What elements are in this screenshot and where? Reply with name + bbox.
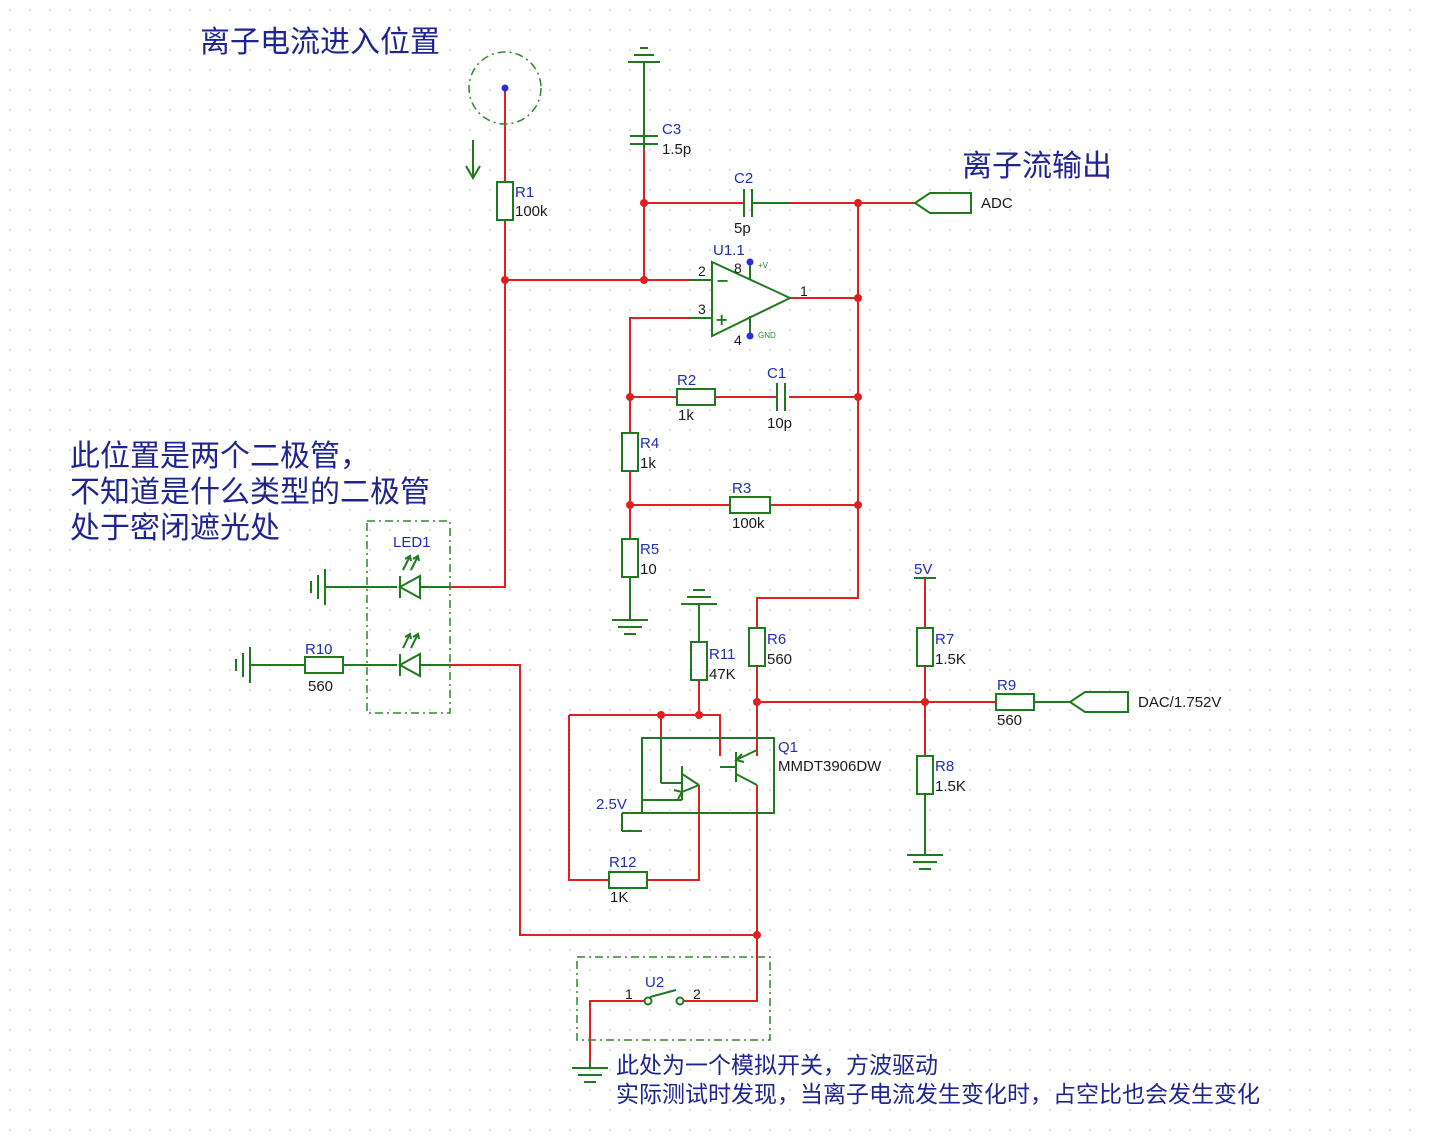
junction-nodes bbox=[501, 199, 929, 939]
resistor-r11: R11 47K bbox=[690, 641, 736, 683]
r10-ref: R10 bbox=[305, 641, 333, 658]
resistor-r3: R3 100k bbox=[729, 480, 771, 532]
r12-value: 1K bbox=[610, 889, 628, 906]
u1-pin8: 8 bbox=[734, 260, 742, 276]
c3-ref: C3 bbox=[662, 121, 681, 138]
q1-value: MMDT3906DW bbox=[778, 758, 882, 775]
ground-symbol-r8 bbox=[907, 854, 943, 870]
u1-plus: + bbox=[715, 310, 728, 329]
resistor-r4: R4 1k bbox=[621, 432, 659, 472]
resistor-r9: R9 560 bbox=[995, 677, 1035, 729]
u2-pin2: 2 bbox=[693, 986, 701, 1002]
ground-symbol-r11 bbox=[681, 589, 717, 605]
r11-value: 47K bbox=[709, 666, 736, 683]
resistor-r7: R7 1.5K bbox=[916, 627, 966, 668]
r9-value: 560 bbox=[997, 712, 1022, 729]
u1-gnd-label: GND bbox=[758, 331, 776, 340]
note-diode-line3: 处于密闭遮光处 bbox=[70, 511, 280, 546]
note-switch-line2: 实际测试时发现，当离子电流发生变化时，占空比也会发生变化 bbox=[616, 1082, 1260, 1108]
transistor-q1: Q1 MMDT3906DW bbox=[621, 737, 882, 832]
ground-symbol-switch bbox=[572, 1067, 608, 1083]
net-2v5: 2.5V bbox=[596, 796, 627, 813]
r10-value: 560 bbox=[308, 678, 333, 695]
opamp-u1: U1.1 2 3 1 8 4 +V GND − + bbox=[690, 242, 808, 348]
r3-ref: R3 bbox=[732, 480, 751, 497]
resistor-r8: R8 1.5K bbox=[916, 755, 966, 795]
ground-symbol-r5 bbox=[612, 619, 648, 635]
r6-value: 560 bbox=[767, 651, 792, 668]
net-dac-label: DAC/1.752V bbox=[1138, 694, 1221, 711]
capacitor-c3: C3 1.5p bbox=[630, 121, 691, 158]
capacitor-c2: C2 5p bbox=[734, 170, 790, 237]
r1-ref: R1 bbox=[515, 184, 534, 201]
resistor-r10: R10 560 bbox=[304, 641, 344, 695]
net-5v-label: 5V bbox=[914, 561, 932, 578]
c2-ref: C2 bbox=[734, 170, 753, 187]
r2-value: 1k bbox=[678, 407, 694, 424]
resistor-r5: R5 10 bbox=[621, 538, 659, 578]
r5-ref: R5 bbox=[640, 541, 659, 558]
ground-symbol-r10 bbox=[235, 647, 251, 683]
r12-ref: R12 bbox=[609, 854, 637, 871]
ground-symbol-top bbox=[628, 47, 660, 63]
u1-minus: − bbox=[716, 271, 729, 290]
u2-pin1: 1 bbox=[625, 986, 633, 1002]
led1-ref: LED1 bbox=[393, 534, 431, 551]
note-diode-line2: 不知道是什么类型的二极管 bbox=[70, 475, 430, 510]
net-adc-label: ADC bbox=[981, 195, 1013, 212]
q1-ref: Q1 bbox=[778, 739, 798, 756]
u1-pin4: 4 bbox=[734, 332, 742, 348]
analog-switch-u2: U2 1 2 bbox=[576, 956, 771, 1041]
u1-pin1: 1 bbox=[800, 283, 808, 299]
c2-value: 5p bbox=[734, 220, 751, 237]
resistor-r1: R1 100k bbox=[496, 181, 548, 221]
note-ion-entry: 离子电流进入位置 bbox=[200, 25, 440, 60]
r2-ref: R2 bbox=[677, 372, 696, 389]
r11-ref: R11 bbox=[709, 646, 735, 663]
ground-symbol-led1 bbox=[310, 569, 326, 605]
r4-value: 1k bbox=[640, 455, 656, 472]
u1-ref: U1.1 bbox=[713, 242, 745, 259]
note-diode-line1: 此位置是两个二极管， bbox=[70, 439, 370, 474]
r7-value: 1.5K bbox=[935, 651, 966, 668]
r7-ref: R7 bbox=[935, 631, 954, 648]
r8-ref: R8 bbox=[935, 758, 954, 775]
led1-diodes: LED1 bbox=[366, 520, 451, 714]
net-flag-adc: ADC bbox=[913, 192, 1013, 214]
c1-ref: C1 bbox=[767, 365, 786, 382]
c1-value: 10p bbox=[767, 415, 792, 432]
capacitor-c1: C1 10p bbox=[767, 365, 792, 432]
u1-pin3: 3 bbox=[698, 301, 706, 317]
u1-pin2: 2 bbox=[698, 263, 706, 279]
r9-ref: R9 bbox=[997, 677, 1016, 694]
r3-value: 100k bbox=[732, 515, 765, 532]
u1-vplus-label: +V bbox=[758, 261, 769, 270]
r6-ref: R6 bbox=[767, 631, 786, 648]
r8-value: 1.5K bbox=[935, 778, 966, 795]
ion-entry-point bbox=[465, 51, 542, 180]
resistor-r2: R2 1k bbox=[676, 372, 716, 424]
resistor-r6: R6 560 bbox=[748, 627, 792, 668]
net-5v: 5V bbox=[914, 561, 936, 579]
resistor-r12: R12 1K bbox=[608, 854, 648, 906]
note-switch-line1: 此处为一个模拟开关，方波驱动 bbox=[616, 1053, 938, 1079]
r5-value: 10 bbox=[640, 561, 657, 578]
u2-ref: U2 bbox=[645, 974, 664, 991]
r1-value: 100k bbox=[515, 203, 548, 220]
r4-ref: R4 bbox=[640, 435, 659, 452]
note-ion-output: 离子流输出 bbox=[962, 149, 1112, 184]
net-flag-dac: DAC/1.752V bbox=[1068, 691, 1221, 713]
c3-value: 1.5p bbox=[662, 141, 691, 158]
